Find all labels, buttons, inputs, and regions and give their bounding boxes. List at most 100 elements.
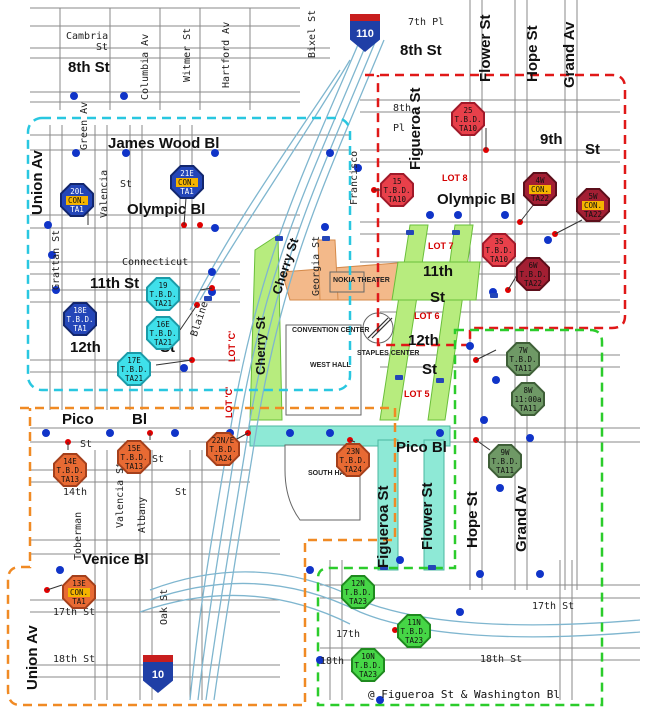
street-venice-bl: Venice Bl <box>82 551 149 568</box>
street-pico-bl-left: Bl <box>132 411 147 428</box>
interstate-10-label: 10 <box>151 668 165 681</box>
street-james-wood-bl: James Wood Bl <box>108 135 220 152</box>
street-9th-st: St <box>585 141 600 158</box>
street-pl-label: Pl <box>393 123 406 134</box>
lot-c-left-label: LOT 'C' <box>227 330 237 362</box>
street-figueroa-st-top: Figueroa St <box>407 87 424 170</box>
street-witmer-st: Witmer St <box>182 27 193 82</box>
street-8th-st-right: 8th St <box>400 42 442 59</box>
street-union-av-bottom: Union Av <box>24 625 41 690</box>
zone-red-outline <box>365 73 627 347</box>
street-figueroa-st-bottom: Figueroa St <box>375 485 392 568</box>
street-11th-st-right: St <box>430 289 445 306</box>
street-8th-st-left: 8th St <box>68 59 110 76</box>
street-bixel-st: Bixel St <box>307 9 318 58</box>
street-albany: Albany <box>137 496 148 533</box>
street-18th-mid: 18th <box>320 656 345 667</box>
label-nokia-theater: NOKIA THEATER <box>333 277 390 284</box>
blue-dots <box>42 92 552 704</box>
street-columbia-av: Columbia Av <box>140 33 151 100</box>
street-pico-left: Pico <box>62 411 94 428</box>
street-9th: 9th <box>540 131 563 148</box>
zone-cyan-outline <box>26 116 352 392</box>
zone-orange-outline <box>6 406 397 707</box>
car-icons <box>204 230 498 570</box>
street-17th-st-right: 17th St <box>532 601 575 612</box>
street-cambria: Cambria <box>66 31 109 42</box>
street-hope-st-bottom: Hope St <box>464 491 481 548</box>
route-flower-upper <box>427 224 474 421</box>
street-12th-st-right: St <box>422 361 437 378</box>
zone-green-outline <box>316 328 604 707</box>
lot-8-label: LOT 8 <box>442 173 468 183</box>
lot-7-label: LOT 7 <box>428 241 454 251</box>
street-olympic-bl-right: Olympic Bl <box>437 191 516 208</box>
route-figueroa-teal <box>377 439 399 571</box>
street-cambria-st: St <box>96 42 109 53</box>
street-17th-mid: 17th <box>336 629 361 640</box>
street-grid <box>30 0 640 700</box>
street-grattan-st: Grattan St <box>51 229 62 290</box>
street-green-av: Green Av <box>79 101 90 150</box>
street-14th: 14th <box>63 487 88 498</box>
street-flower-st-top: Flower St <box>477 14 494 82</box>
street-valencia-st: St <box>120 179 133 190</box>
convention-center-building <box>285 324 362 416</box>
street-oak-st: Oak St <box>159 588 170 625</box>
freeway-110 <box>139 39 641 701</box>
zone-outlines <box>6 73 627 707</box>
street-st-pico: St <box>80 439 93 450</box>
street-12th-left: 12th <box>70 339 101 356</box>
street-18th-st-right: 18th St <box>480 654 523 665</box>
street-albany-st: St <box>175 487 188 498</box>
label-south-hall: SOUTH HALL <box>308 470 354 477</box>
lot-c-right-label: LOT 'C' <box>224 386 234 418</box>
label-staples-center: STAPLES CENTER <box>357 350 420 357</box>
street-8th-label: 8th <box>393 103 412 114</box>
street-valencia-top: Valencia <box>99 169 110 218</box>
nokia-theater-building <box>329 271 365 293</box>
map-caption: @ Figueroa St & Washington Bl <box>368 688 561 701</box>
staples-logo <box>367 317 393 339</box>
street-11th-right: 11th <box>423 263 454 280</box>
street-st-albany: St <box>152 454 165 465</box>
street-flower-st-bottom: Flower St <box>419 482 436 550</box>
route-eleventh-st-green <box>391 261 481 301</box>
label-convention-center: CONVENTION CENTER <box>292 327 370 334</box>
street-cherry-st-mid: Cherry St <box>253 316 268 375</box>
lot-6-label: LOT 6 <box>414 311 440 321</box>
street-11th-st-left: 11th St <box>90 275 140 292</box>
street-francisco: Francisco <box>349 150 360 205</box>
label-west-hall: WEST HALL <box>310 362 351 369</box>
street-18th-st-left: 18th St <box>53 654 96 665</box>
street-hope-st-top: Hope St <box>524 25 541 82</box>
street-pico-bl-right: Pico Bl <box>396 439 447 456</box>
interstate-110-shield: 110 <box>350 14 380 52</box>
street-12th-right: 12th <box>408 332 439 349</box>
